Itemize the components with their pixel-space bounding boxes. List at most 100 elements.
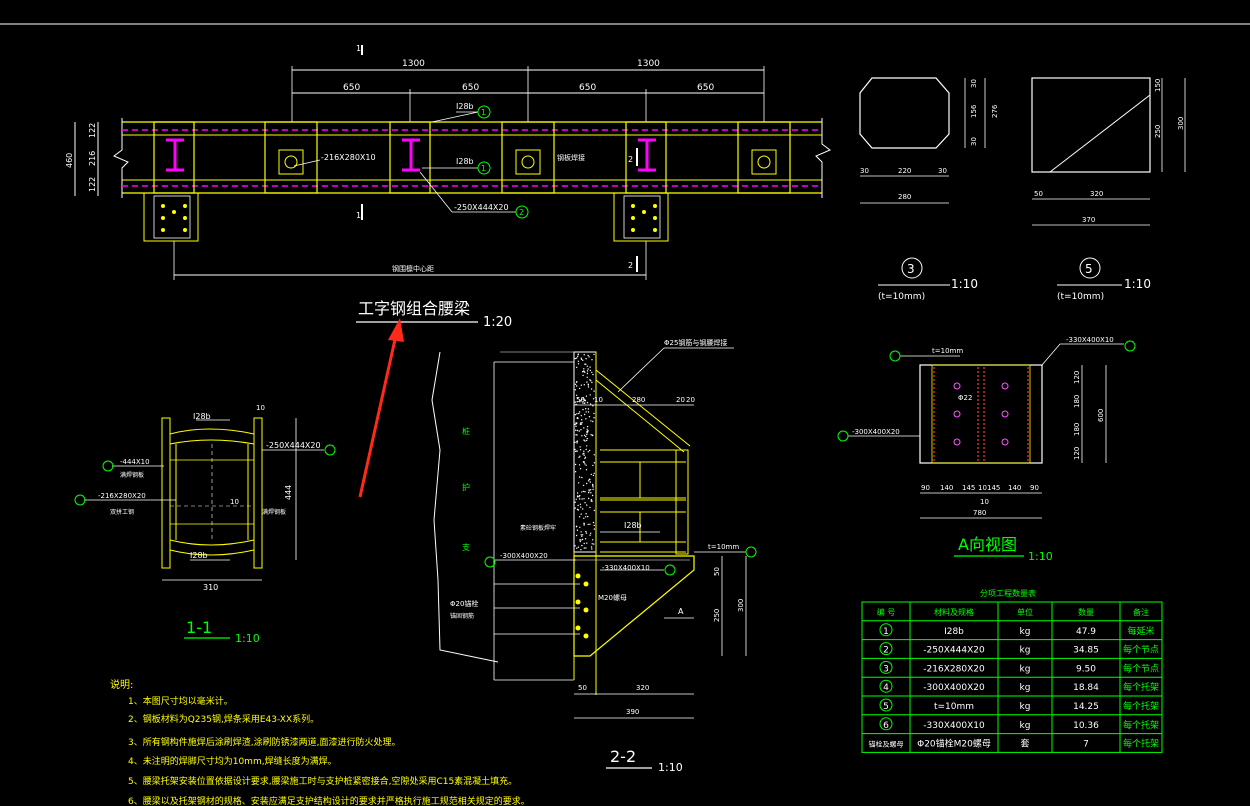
hatch-dot — [574, 545, 576, 547]
callout-1-text-b: 1 — [481, 164, 486, 173]
section-mark-2-top: 2 — [628, 155, 633, 164]
table-header-cell: 材料及规格 — [934, 607, 974, 617]
table-cell: 14.25 — [1073, 702, 1099, 712]
table-callout-circle — [879, 660, 893, 674]
hatch-dot — [591, 434, 593, 436]
table-cell: I28b — [944, 627, 964, 637]
va-t10: t=10mm — [932, 347, 963, 355]
va-dim-10: 10 — [980, 498, 989, 506]
d5-dim-f: 370 — [1082, 216, 1095, 224]
table-cell: kg — [1020, 721, 1031, 731]
hatch-dot — [581, 371, 584, 373]
d5-callout: 5 — [1085, 262, 1093, 276]
hatch-dot — [577, 360, 580, 362]
hatch-dot — [578, 387, 581, 390]
hatch-dot — [589, 523, 591, 525]
hatch-dot — [574, 507, 576, 509]
notes-line-4: 4、未注明的焊脚尺寸均为10mm,焊缝长度为满焊。 — [128, 755, 337, 767]
dim-sub-3: 650 — [579, 83, 596, 93]
hatch-dot — [586, 381, 588, 383]
hatch-dot — [585, 516, 587, 518]
hatch-dot — [585, 448, 587, 451]
table-cell: kg — [1020, 702, 1031, 712]
hatch-dot — [579, 503, 582, 505]
hatch-dot — [584, 538, 587, 540]
hatch-dot — [589, 369, 591, 372]
hatch-dot — [584, 400, 587, 402]
notes-line-2: 2、钢板材料为Q235钢,焊条采用E43-XX系列。 — [128, 713, 319, 725]
s22-dim-20b: 20 — [686, 396, 695, 404]
va-scale: 1:10 — [1028, 550, 1053, 563]
d5-dim-e: 320 — [1090, 190, 1103, 198]
hatch-dot — [583, 450, 585, 452]
hatch-dot — [585, 469, 588, 471]
hatch-dot — [588, 449, 591, 452]
hatch-dot — [578, 476, 581, 478]
table-header-cell: 备注 — [1133, 607, 1149, 617]
hatch-dot — [578, 464, 581, 466]
table-cell: 套 — [1020, 738, 1029, 750]
label-plate-216: -216X280X10 — [321, 153, 376, 162]
table-cell: 9.50 — [1076, 664, 1096, 674]
hatch-dot — [574, 389, 577, 391]
hatch-dot — [578, 430, 580, 432]
hatch-dot — [587, 523, 589, 526]
hatch-dot — [592, 539, 594, 541]
hatch-dot — [585, 464, 587, 466]
hatch-dot — [581, 491, 583, 493]
notes-line-6: 6、腰梁以及托架钢材的规格、安装应满足支护结构设计的要求并严格执行施工规范相关规… — [128, 795, 530, 806]
table-title: 分项工程数量表 — [980, 588, 1036, 598]
table-cell: kg — [1020, 646, 1031, 656]
main-title: 工字钢组合腰梁 — [358, 299, 470, 318]
d5-scale: 1:10 — [1124, 277, 1151, 291]
hatch-dot — [576, 366, 578, 369]
hatch-dot — [588, 356, 590, 358]
hatch-dot — [585, 408, 587, 410]
s11-label-444: -444X10 — [120, 458, 150, 466]
hatch-dot — [582, 374, 584, 377]
hatch-dot — [587, 408, 590, 410]
hatch-dot — [579, 540, 581, 543]
d3-dim-g: 30 — [938, 167, 947, 175]
hatch-dot — [585, 547, 587, 549]
hatch-dot — [586, 372, 589, 375]
hatch-dot — [590, 388, 593, 390]
hatch-dot — [592, 486, 594, 488]
hatch-dot — [576, 442, 578, 444]
hatch-dot — [581, 534, 584, 536]
table-cell: 5 — [883, 702, 889, 712]
hatch-dot — [590, 473, 592, 476]
hatch-dot — [589, 481, 591, 483]
notes-line-5: 5、腰梁托架安装位置依据设计要求,腰梁施工时与支护桩紧密接合,空隙处采用C15素… — [128, 775, 517, 787]
hatch-dot — [593, 417, 595, 419]
va-plate330: -330X400X10 — [1066, 336, 1114, 344]
hatch-dot — [580, 358, 583, 361]
hatch-dot — [579, 455, 581, 457]
hatch-dot — [593, 543, 595, 545]
hatch-dot — [590, 420, 592, 422]
va-dim-r2: 180 — [1073, 395, 1081, 408]
hatch-dot — [580, 429, 582, 431]
s22-dim-390: 390 — [626, 708, 639, 716]
hatch-dot — [576, 401, 578, 403]
hatch-dot — [583, 354, 585, 356]
d5-note: (t=10mm) — [1057, 292, 1104, 302]
hatch-dot — [583, 427, 585, 429]
concrete-hatch — [574, 353, 596, 551]
hatch-dot — [576, 529, 579, 531]
hatch-dot — [590, 500, 592, 502]
hatch-dot — [586, 445, 588, 447]
hatch-dot — [592, 405, 594, 407]
hatch-dot — [581, 476, 583, 479]
hatch-dot — [582, 484, 585, 487]
s11-weld-a: 满焊钢板 — [120, 471, 144, 479]
hatch-dot — [584, 491, 586, 493]
hatch-dot — [583, 434, 586, 436]
hatch-dot — [575, 429, 577, 431]
hatch-dot — [576, 434, 578, 436]
hatch-dot — [589, 403, 592, 405]
hatch-dot — [593, 472, 595, 475]
hatch-dot — [574, 441, 576, 443]
hatch-dot — [591, 371, 593, 374]
